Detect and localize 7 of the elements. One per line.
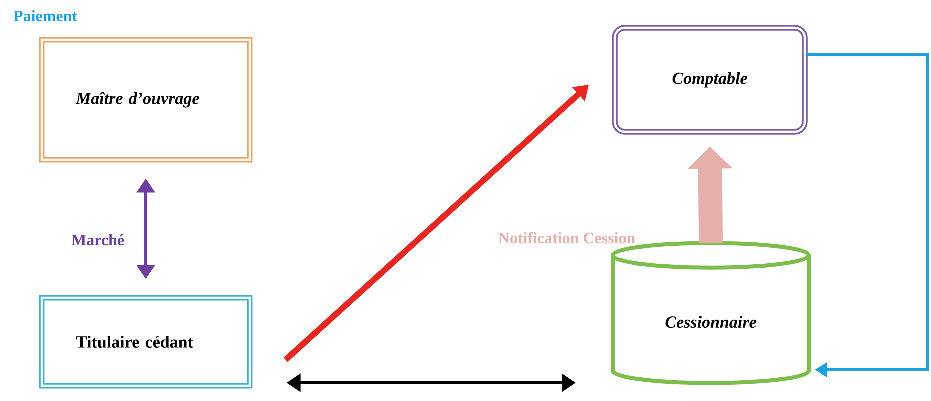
process-box: Maître d’ouvrage bbox=[39, 37, 253, 163]
arrow bbox=[806, 54, 930, 378]
rounded-box: Comptable bbox=[612, 25, 808, 135]
process-box: Titulaire cédant bbox=[39, 295, 253, 389]
label: Paiement bbox=[14, 10, 78, 22]
edge-label: Notification Cession bbox=[498, 232, 636, 244]
edge-label: Marché bbox=[72, 234, 124, 246]
